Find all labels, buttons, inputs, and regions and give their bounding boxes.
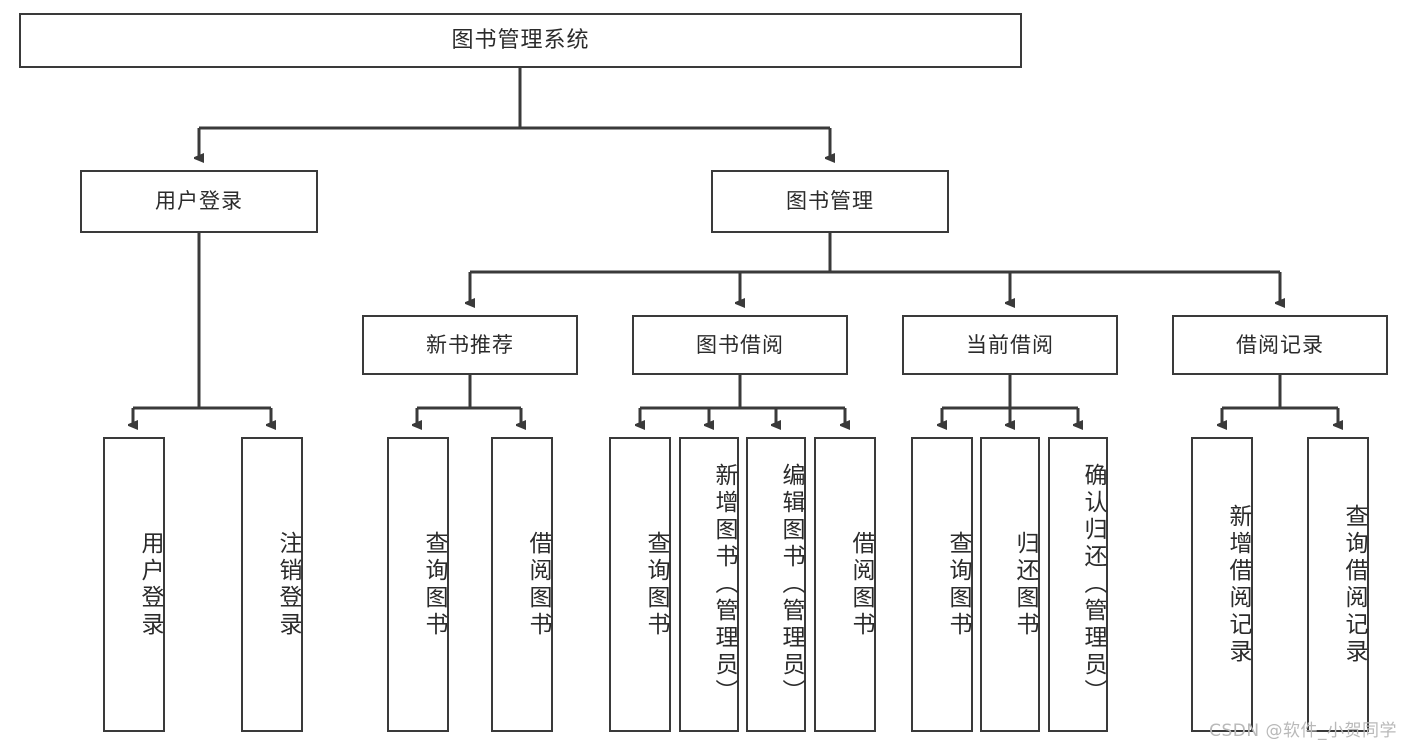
leaf-add-book-admin[interactable]: 新增图书（管理员）	[679, 437, 739, 732]
node-root-book-management-system[interactable]: 图书管理系统	[19, 13, 1022, 68]
node-label: 注销登录	[275, 530, 301, 639]
leaf-borrow-book-newbook[interactable]: 借阅图书	[491, 437, 553, 732]
node-new-book-recommendation[interactable]: 新书推荐	[362, 315, 578, 375]
node-current-borrow[interactable]: 当前借阅	[902, 315, 1118, 375]
leaf-edit-book-admin[interactable]: 编辑图书（管理员）	[746, 437, 806, 732]
leaf-add-borrow-record[interactable]: 新增借阅记录	[1191, 437, 1253, 732]
node-label: 图书借阅	[696, 332, 784, 357]
node-label: 图书管理系统	[451, 27, 590, 53]
node-label: 新书推荐	[426, 332, 514, 357]
leaf-query-book-borrow[interactable]: 查询图书	[609, 437, 671, 732]
node-label: 查询图书	[945, 530, 971, 639]
node-borrow-record[interactable]: 借阅记录	[1172, 315, 1388, 375]
node-label: 确认归还（管理员）	[1080, 463, 1106, 706]
node-label: 归还图书	[1012, 530, 1038, 639]
node-label: 新增图书（管理员）	[711, 463, 737, 706]
leaf-borrow-book[interactable]: 借阅图书	[814, 437, 876, 732]
node-label: 查询图书	[643, 530, 669, 639]
leaf-confirm-return-admin[interactable]: 确认归还（管理员）	[1048, 437, 1108, 732]
node-label: 借阅图书	[525, 530, 551, 639]
node-label: 新增借阅记录	[1225, 503, 1251, 666]
leaf-query-book-current[interactable]: 查询图书	[911, 437, 973, 732]
node-label: 查询借阅记录	[1341, 503, 1367, 666]
node-user-login[interactable]: 用户登录	[80, 170, 318, 233]
node-label: 查询图书	[421, 530, 447, 639]
node-label: 借阅图书	[848, 530, 874, 639]
leaf-query-borrow-record[interactable]: 查询借阅记录	[1307, 437, 1369, 732]
leaf-return-book[interactable]: 归还图书	[980, 437, 1040, 732]
node-label: 用户登录	[155, 189, 243, 214]
node-label: 借阅记录	[1236, 332, 1324, 357]
node-label: 图书管理	[786, 189, 874, 214]
node-book-management[interactable]: 图书管理	[711, 170, 949, 233]
node-book-borrow[interactable]: 图书借阅	[632, 315, 848, 375]
node-label: 用户登录	[137, 530, 163, 639]
leaf-logout[interactable]: 注销登录	[241, 437, 303, 732]
node-label: 当前借阅	[966, 332, 1054, 357]
leaf-query-book-newbook[interactable]: 查询图书	[387, 437, 449, 732]
node-label: 编辑图书（管理员）	[778, 463, 804, 706]
leaf-user-login[interactable]: 用户登录	[103, 437, 165, 732]
